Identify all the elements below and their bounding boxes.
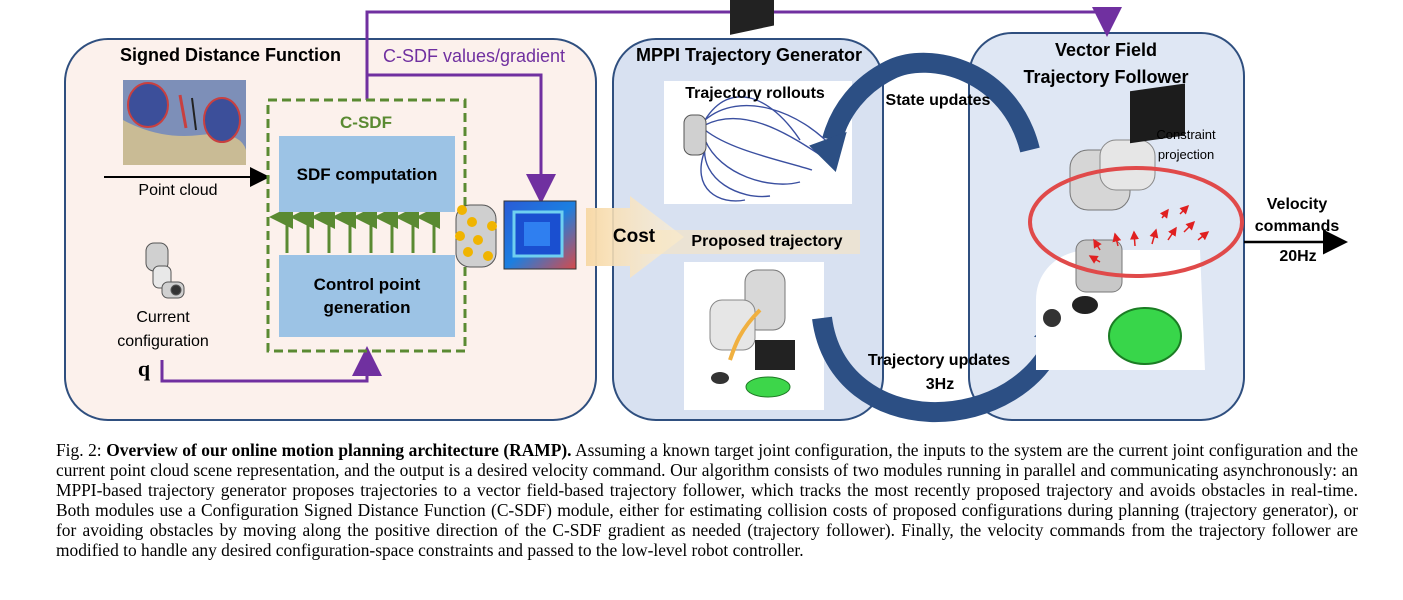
csdf-heatmap-image	[503, 200, 577, 270]
vf-panel-title-line2: Trajectory Follower	[1023, 67, 1189, 87]
csdf-values-label: C-SDF values/gradient	[382, 46, 566, 66]
velocity-commands-label: Velocity commands	[1254, 196, 1340, 235]
robot-config-image	[145, 242, 185, 299]
sdf-panel-title: Signed Distance Function	[119, 45, 342, 65]
velocity-rate-label: 20Hz	[1279, 248, 1317, 265]
q-arrow	[160, 346, 382, 383]
figure-caption: Fig. 2: Overview of our online motion pl…	[56, 440, 1358, 560]
cost-arrow	[586, 196, 684, 278]
control-point-generation-box: Control point generation	[279, 255, 455, 337]
proposed-trajectory-image	[684, 262, 824, 410]
csdf-values-arrow	[367, 73, 556, 204]
caption-prefix: Fig. 2:	[56, 440, 107, 460]
caption-body: Assuming a known target joint configurat…	[56, 440, 1358, 560]
control-points-robot-image	[455, 204, 497, 268]
cost-label: Cost	[612, 226, 656, 247]
vf-panel-title-line1: Vector Field	[1054, 40, 1158, 60]
green-arrows	[269, 205, 440, 253]
mppi-panel-title: MPPI Trajectory Generator	[635, 45, 863, 65]
point-cloud-label: Point cloud	[138, 182, 218, 199]
trajectory-updates-label: Trajectory updates	[867, 352, 1011, 369]
caption-bold: Overview of our online motion planning a…	[106, 440, 572, 460]
constraint-ellipse	[1028, 166, 1244, 278]
q-label: q	[137, 356, 151, 381]
rollouts-label: Trajectory rollouts	[685, 85, 825, 102]
proposed-trajectory-label: Proposed trajectory	[691, 233, 843, 250]
constraint-projection-label: Constraint projection	[1156, 127, 1216, 162]
state-updates-label: State updates	[885, 92, 991, 109]
point-cloud-image	[123, 80, 246, 165]
vf-robot-scene-image	[1036, 83, 1205, 370]
constraint-arrows	[1088, 204, 1210, 264]
csdf-box-title: C-SDF	[340, 113, 392, 132]
state-updates-arrow	[822, 52, 1040, 153]
sdf-computation-box: SDF computation	[279, 136, 455, 212]
current-configuration-label: Current configuration	[117, 309, 209, 350]
diagram-graphics	[104, 0, 1348, 423]
trajectory-updates-rate: 3Hz	[925, 376, 955, 393]
trajectory-updates-arrow	[812, 316, 1065, 423]
